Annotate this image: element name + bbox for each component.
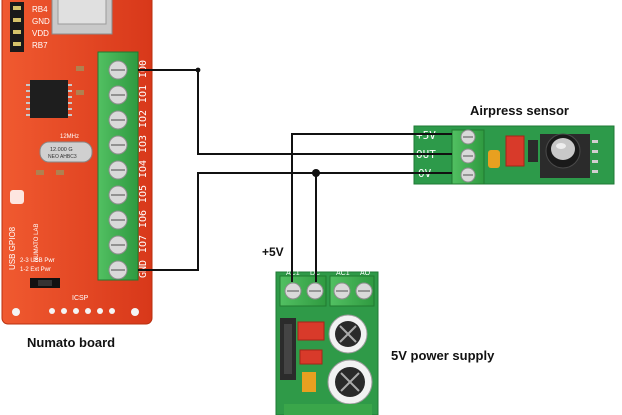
board-name-text: USB GPIO8	[8, 226, 17, 270]
power-supply-label: 5V power supply	[391, 348, 495, 363]
numato-terminal-label: IO1	[138, 85, 149, 103]
wires	[138, 69, 452, 282]
jumper-label-2: 1-2 Ext Pwr	[20, 267, 51, 273]
icsp-holes	[49, 308, 115, 314]
psu-red-cap-1	[297, 321, 325, 341]
psu-electrolytic-cap-1	[328, 314, 368, 354]
numato-terminal-label: IO7	[138, 235, 149, 253]
airpress-sensor: +5V OUT 0V	[413, 125, 615, 185]
pin-label-vdd: VDD	[32, 29, 49, 38]
brand-text: NUMATO LAB	[34, 224, 40, 262]
sensor-pin-5v: +5V	[416, 129, 436, 142]
header-pins	[10, 2, 24, 52]
crystal	[39, 141, 93, 163]
jumper-label-1: 2-3 USB Pwr	[20, 258, 55, 264]
numato-board: RB4 GND VDD RB7 12MHz 12.000 G	[1, 0, 153, 325]
psu-diode	[302, 372, 316, 392]
freq-label: 12MHz	[60, 134, 79, 140]
numato-terminal-label: IO5	[138, 185, 149, 203]
crystal-sub-label: NEO AHBC3	[48, 154, 77, 160]
numato-terminal-label: IO0	[138, 60, 149, 78]
logo-icon	[10, 190, 24, 204]
numato-board-label: Numato board	[27, 335, 116, 350]
power-supply-module: AC1 DC AC1 AO	[275, 270, 379, 415]
psu-electrolytic-cap-2	[327, 359, 373, 405]
pressure-sensor-element	[540, 133, 590, 178]
numato-terminal-label: IO6	[138, 210, 149, 228]
psu-pin-ao: AO	[360, 270, 371, 277]
numato-terminal-label: IO2	[138, 110, 149, 128]
pin-label-gnd: GND	[32, 17, 50, 26]
plus5v-wire-label: +5V	[262, 245, 284, 259]
sensor-capacitor	[505, 135, 525, 167]
numato-terminal-label: IO3	[138, 135, 149, 153]
airpress-sensor-label: Airpress sensor	[470, 103, 569, 118]
crystal-label: 12.000 G	[50, 147, 73, 153]
junction-dot-ground	[312, 169, 320, 177]
microcontroller-chip	[30, 80, 68, 118]
wire-gnd-to-sensor-0v	[138, 172, 452, 271]
numato-terminal-screws	[108, 60, 128, 280]
sensor-tantalum-cap	[488, 150, 500, 168]
icsp-label: ICSP	[72, 295, 89, 302]
pin-label-rb7: RB7	[32, 41, 48, 50]
wire-5v-to-sensor	[291, 133, 452, 282]
pin-label-rb4: RB4	[32, 5, 48, 14]
psu-screws	[284, 282, 373, 300]
junction-dot-top	[195, 67, 201, 73]
wire-io0-to-sensor-out	[138, 69, 452, 155]
numato-terminal-label: GND	[138, 260, 149, 278]
numato-terminal-label: IO4	[138, 160, 149, 178]
psu-pin-ac1-b: AC1	[336, 270, 350, 277]
sensor-screws	[460, 129, 476, 183]
psu-red-cap-2	[299, 349, 323, 365]
